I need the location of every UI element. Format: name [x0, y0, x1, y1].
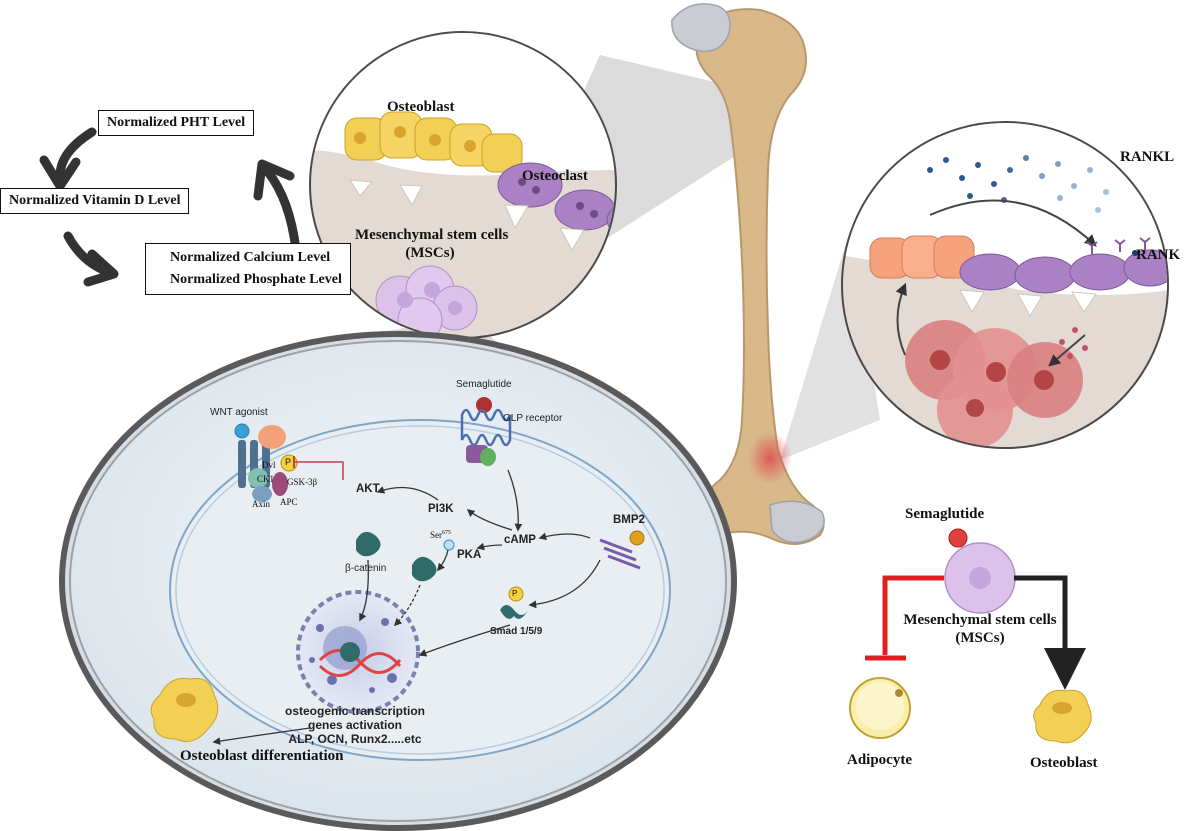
rank-label: RANK: [1136, 247, 1181, 263]
ser-label: Ser675: [430, 530, 451, 540]
cell-oval: [59, 331, 737, 831]
msc-fate: [849, 528, 1092, 744]
rank-zoom-circle: [841, 121, 1169, 449]
vitamin-d-box: Normalized Vitamin D Level: [0, 188, 190, 214]
tumor-mass: [905, 320, 1083, 447]
phosphate-level-text: Normalized Phosphate Level: [170, 272, 342, 287]
osteoblast-row: [344, 111, 523, 173]
semaglutide-label-fate: Semaglutide: [905, 506, 985, 522]
pka-label: PKA: [457, 549, 482, 561]
ser-text: Ser: [430, 530, 442, 540]
pathway-arrows: [212, 469, 601, 745]
vitamin-d-text: Normalized Vitamin D Level: [9, 193, 181, 208]
femur-bone: [671, 3, 825, 545]
glp-receptor-label: GLP receptor: [503, 413, 563, 424]
transcription-line2: genes activation: [307, 718, 403, 732]
osteoblast-label-fate: Osteoblast: [1030, 755, 1098, 771]
msc-label-fate-line2: (MSCs): [955, 630, 1005, 646]
wnt-receptor-complex: [234, 423, 298, 502]
calcium-level-text: Normalized Calcium Level: [170, 250, 331, 265]
smad-icon: [500, 586, 528, 619]
osteoclast-row: [497, 162, 615, 239]
msc-label-top-line1: Mesenchymal stem cells: [355, 227, 509, 243]
akt-label: AKT: [356, 483, 380, 495]
msc-label-top: Mesenchymal stem cells (MSCs): [355, 226, 509, 262]
adipocyte-label: Adipocyte: [847, 752, 912, 768]
apc-label: APC: [280, 497, 298, 507]
beta-catenin-icon: [356, 531, 437, 582]
nucleus: [296, 590, 420, 714]
axin-label: Axin: [252, 499, 270, 509]
calcium-phosphate-box: Normalized Calcium Level Normalized Phos…: [145, 243, 351, 295]
msc-label-fate: Mesenchymal stem cells (MSCs): [885, 611, 1075, 647]
transcription-line3: ALP, OCN, Runx2.....etc: [288, 732, 422, 746]
promote-arrow-osteoblast: [1014, 575, 1068, 660]
bone-zoom-circle: [309, 31, 617, 339]
msc-cluster: [375, 265, 478, 337]
feedback-loop-arrows: [39, 127, 301, 287]
phospho-ser-icon: [443, 539, 455, 551]
inhibit-arrow-adipocyte: [882, 575, 944, 655]
pht-level-text: Normalized PHT Level: [107, 115, 246, 130]
p-label-smad: P: [512, 589, 518, 598]
bmp2-label: BMP2: [613, 514, 645, 526]
bmp2-receptor: [599, 530, 645, 570]
p-label-wnt: P: [285, 457, 292, 467]
smad-label: Smad 1/5/9: [490, 626, 543, 637]
akt-inhibit-line: [294, 461, 344, 480]
ck1-label: CK1: [257, 474, 275, 484]
glp-receptor: [460, 397, 512, 466]
gsk-label: GSK-3β: [287, 477, 318, 487]
ser-superscript: 675: [442, 530, 451, 536]
semaglutide-label-cell: Semaglutide: [456, 379, 512, 390]
curved-arrow-calcium-to-pht: [263, 167, 301, 255]
dvl-label: Dvl: [262, 460, 276, 470]
osteoblast-label-top: Osteoblast: [387, 99, 455, 115]
msc-label-fate-line1: Mesenchymal stem cells: [903, 612, 1057, 628]
osteoblast-differentiation-label: Osteoblast differentiation: [180, 748, 344, 764]
osteoblast-cell-small: [150, 677, 219, 742]
transcription-line1: osteogenic transcription: [284, 704, 426, 718]
rankl-label: RANKL: [1120, 149, 1175, 165]
pi3k-label: PI3K: [428, 503, 454, 515]
osteoclast-label: Osteoclast: [522, 168, 588, 184]
camp-label: cAMP: [504, 534, 536, 546]
pht-level-box: Normalized PHT Level: [98, 110, 255, 136]
msc-label-top-line2: (MSCs): [405, 245, 455, 261]
wnt-agonist-label: WNT agonist: [210, 407, 268, 418]
curved-arrow-pht-to-vitd: [55, 127, 97, 181]
beta-catenin-label: β-catenin: [345, 563, 387, 574]
transcription-label: osteogenic transcription genes activatio…: [270, 704, 440, 746]
